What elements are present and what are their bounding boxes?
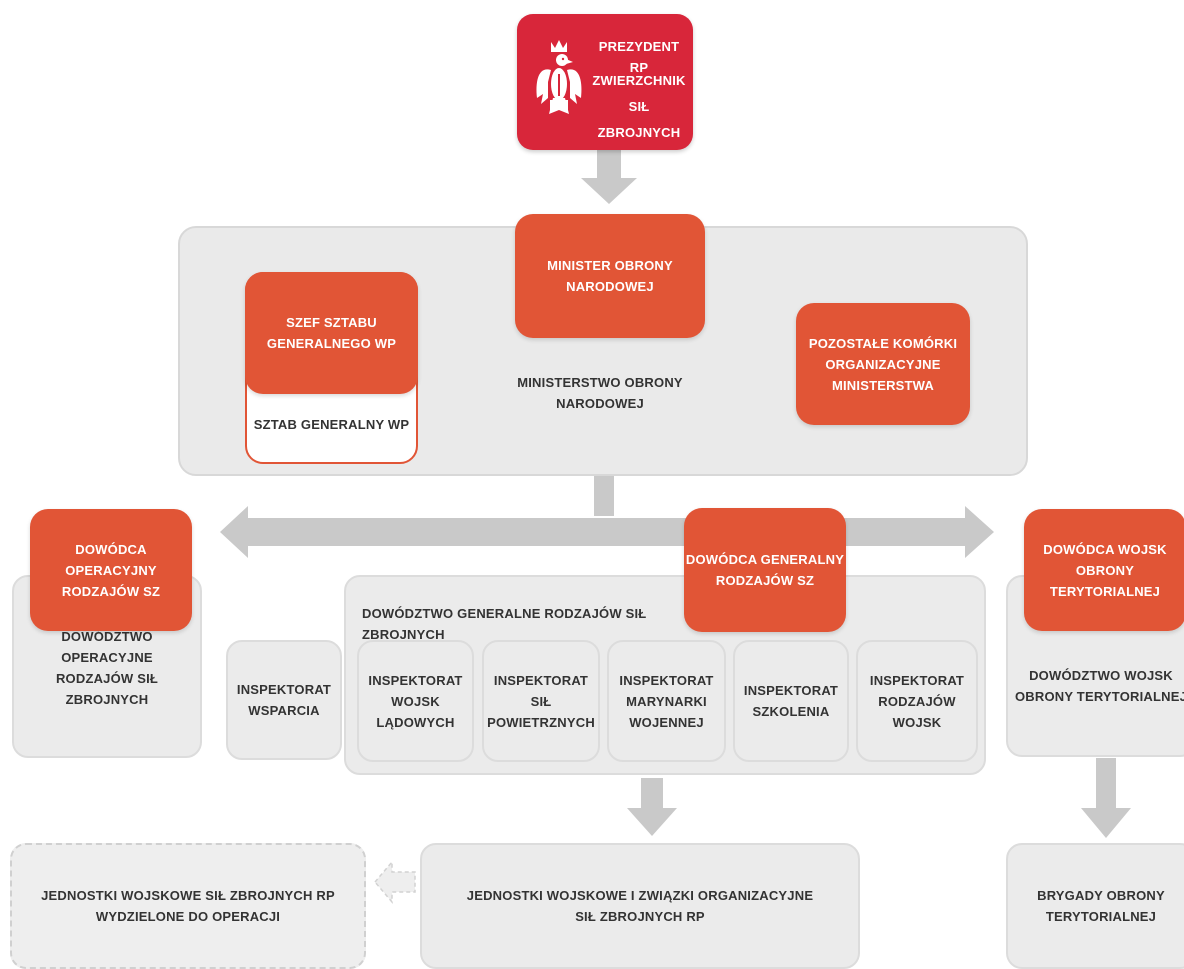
arrow-president-to-minister xyxy=(581,150,637,204)
operational-commander-label: DOWÓDCA OPERACYJNY RODZAJÓW SZ xyxy=(61,541,161,599)
inspectorate-air-force: INSPEKTORAT SIŁ POWIETRZNYCH xyxy=(482,640,600,762)
units-main-label: JEDNOSTKI WOJSKOWE I ZWIĄZKI ORGANIZACYJ… xyxy=(466,888,814,924)
other-units-box: POZOSTAŁE KOMÓRKI ORGANIZACYJNE MINISTER… xyxy=(796,303,970,425)
polish-eagle-icon xyxy=(536,40,582,114)
territorial-commander-box: DOWÓDCA WOJSK OBRONY TERYTORIALNEJ xyxy=(1024,509,1184,631)
ministry-label: MINISTERSTWO OBRONY NARODOWEJ xyxy=(517,375,683,411)
territorial-commander-label: DOWÓDCA WOJSK OBRONY TERYTORIALNEJ xyxy=(1043,541,1167,599)
brigades-box: BRYGADY OBRONY TERYTORIALNEJ xyxy=(1006,843,1184,969)
general-staff-label: SZTAB GENERALNY WP xyxy=(253,417,410,432)
arrow-ministry-stem xyxy=(594,476,614,516)
minister-label: MINISTER OBRONY NARODOWEJ xyxy=(547,258,673,294)
president-box: PREZYDENT RP ZWIERZCHNIK SIŁ ZBROJNYCH xyxy=(517,14,693,150)
president-title: PREZYDENT RP xyxy=(598,39,680,75)
general-command-label: DOWÓDZTWO GENERALNE RODZAJÓW SIŁ ZBROJNY… xyxy=(362,606,647,642)
chief-of-staff-label: SZEF SZTABU GENERALNEGO WP xyxy=(266,315,397,351)
general-commander-box: DOWÓDCA GENERALNY RODZAJÓW SZ xyxy=(684,508,846,632)
minister-box: MINISTER OBRONY NARODOWEJ xyxy=(515,214,705,338)
territorial-command-label: DOWÓDZTWO WOJSK OBRONY TERYTORIALNEJ xyxy=(1014,668,1184,704)
chief-of-staff-box: SZEF SZTABU GENERALNEGO WP xyxy=(245,272,418,394)
general-commander-label: DOWÓDCA GENERALNY RODZAJÓW SZ xyxy=(685,552,845,588)
brigades-label: BRYGADY OBRONY TERYTORIALNEJ xyxy=(1037,888,1165,924)
support-inspectorate-box: INSPEKTORAT WSPARCIA xyxy=(226,640,342,760)
units-operations-label: JEDNOSTKI WOJSKOWE SIŁ ZBROJNYCH RP WYDZ… xyxy=(41,888,335,924)
units-operations-box: JEDNOSTKI WOJSKOWE SIŁ ZBROJNYCH RP WYDZ… xyxy=(10,843,366,969)
president-subtitle: ZWIERZCHNIK SIŁ ZBROJNYCH xyxy=(592,73,686,140)
operational-commander-box: DOWÓDCA OPERACYJNY RODZAJÓW SZ xyxy=(30,509,192,631)
inspectorate-training: INSPEKTORAT SZKOLENIA xyxy=(733,640,849,762)
arrow-units-to-operations xyxy=(374,859,416,905)
inspectorate-land-forces: INSPEKTORAT WOJSK LĄDOWYCH xyxy=(357,640,474,762)
inspectorate-service-branches: INSPEKTORAT RODZAJÓW WOJSK xyxy=(856,640,978,762)
other-units-label: POZOSTAŁE KOMÓRKI ORGANIZACYJNE MINISTER… xyxy=(808,335,958,393)
operational-command-label: DOWÓDZTWO OPERACYJNE RODZAJÓW SIŁ ZBROJN… xyxy=(55,629,159,707)
inspectorate-navy: INSPEKTORAT MARYNARKI WOJENNEJ xyxy=(607,640,726,762)
units-main-box: JEDNOSTKI WOJSKOWE I ZWIĄZKI ORGANIZACYJ… xyxy=(420,843,860,969)
support-inspectorate-label: INSPEKTORAT WSPARCIA xyxy=(236,682,332,718)
arrow-territorial-to-brigades xyxy=(1081,758,1131,838)
arrow-general-to-units xyxy=(627,778,677,836)
